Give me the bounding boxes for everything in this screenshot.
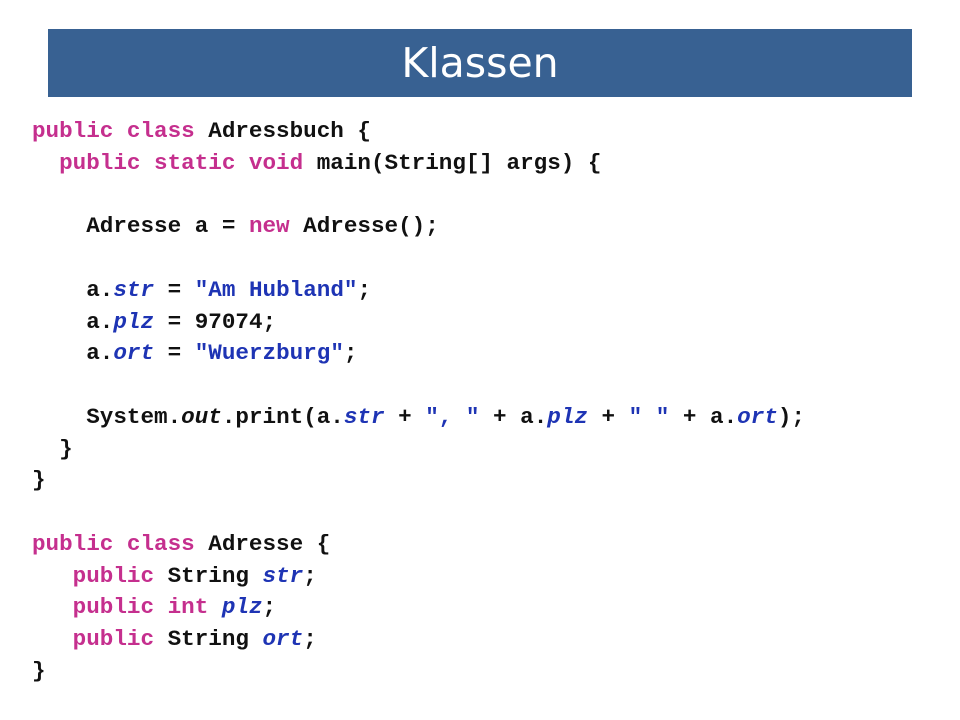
code-line: } — [32, 434, 805, 466]
code-text-token: String — [154, 626, 263, 653]
static-member-token: out — [181, 403, 222, 430]
code-line: System.out.print(a.str + ", " + a.plz + … — [32, 402, 805, 434]
code-line: Adresse a = new Adresse(); — [32, 211, 805, 243]
code-line: public String str; — [32, 561, 805, 593]
keyword-token: public class — [32, 530, 195, 557]
code-line: a.plz = 97074; — [32, 307, 805, 339]
code-text-token: Adresse a = — [32, 213, 249, 240]
code-line: public class Adresse { — [32, 529, 805, 561]
keyword-token: new — [248, 213, 290, 240]
string-literal-token: "Am Hubland" — [194, 276, 358, 303]
code-text-token: + — [384, 403, 426, 430]
code-text-token: System. — [32, 403, 182, 430]
code-text-token: a. — [32, 308, 114, 335]
code-text-token: ; — [262, 594, 277, 621]
keyword-token: public static void — [32, 149, 304, 176]
code-text-token: ; — [343, 340, 358, 367]
keyword-token: public int — [32, 594, 209, 621]
string-literal-token: " " — [628, 403, 670, 430]
code-text-token: ; — [357, 276, 371, 303]
code-text-token: String — [154, 562, 263, 589]
code-text-token: } — [32, 658, 46, 685]
field-token: plz — [113, 308, 155, 335]
code-text-token: ; — [303, 562, 317, 589]
code-line — [32, 243, 805, 275]
code-text-token: main(String[] args) { — [303, 149, 602, 176]
code-line — [32, 370, 805, 402]
code-line — [32, 180, 805, 212]
code-text-token: a. — [32, 276, 114, 303]
field-token: str — [113, 276, 155, 303]
code-line: public String ort; — [32, 624, 805, 656]
code-text-token: Adresse { — [194, 530, 331, 557]
code-text-token: ; — [303, 626, 317, 653]
string-literal-token: ", " — [425, 403, 480, 430]
code-line: } — [32, 465, 805, 497]
field-token: ort — [262, 626, 304, 653]
string-literal-token: "Wuerzburg" — [194, 340, 344, 367]
code-line: a.ort = "Wuerzburg"; — [32, 338, 805, 370]
code-text-token: } — [32, 435, 73, 462]
code-text-token: = — [154, 340, 195, 367]
code-line: public int plz; — [32, 592, 805, 624]
field-token: plz — [221, 594, 263, 621]
code-line: public class Adressbuch { — [32, 116, 805, 148]
code-text-token: = — [154, 276, 195, 303]
code-text-token: + a. — [479, 403, 548, 430]
keyword-token: public — [32, 626, 155, 653]
field-token: plz — [547, 403, 588, 430]
code-text-token: = 97074; — [154, 308, 277, 335]
keyword-token: public class — [32, 118, 195, 144]
code-text-token: + a. — [669, 403, 738, 430]
keyword-token: public — [32, 562, 155, 589]
field-token: ort — [113, 340, 155, 367]
code-text-token: + — [587, 403, 629, 430]
slide-title: Klassen — [401, 38, 559, 87]
field-token: str — [343, 403, 385, 430]
code-text-token: .print(a. — [221, 403, 344, 430]
code-text-token: a. — [32, 340, 114, 367]
code-block: public class Adressbuch { public static … — [32, 116, 805, 688]
code-text-token: } — [32, 467, 46, 494]
field-token: ort — [737, 403, 778, 430]
code-text-token: Adresse(); — [289, 213, 439, 240]
code-line: } — [32, 656, 805, 688]
code-text-token: ); — [777, 403, 805, 430]
code-text-token: Adressbuch { — [194, 118, 371, 144]
field-token: str — [262, 562, 304, 589]
code-line: public static void main(String[] args) { — [32, 148, 805, 180]
code-text-token — [208, 594, 222, 620]
code-line: a.str = "Am Hubland"; — [32, 275, 805, 307]
title-bar: Klassen — [48, 29, 912, 97]
code-line — [32, 497, 805, 529]
